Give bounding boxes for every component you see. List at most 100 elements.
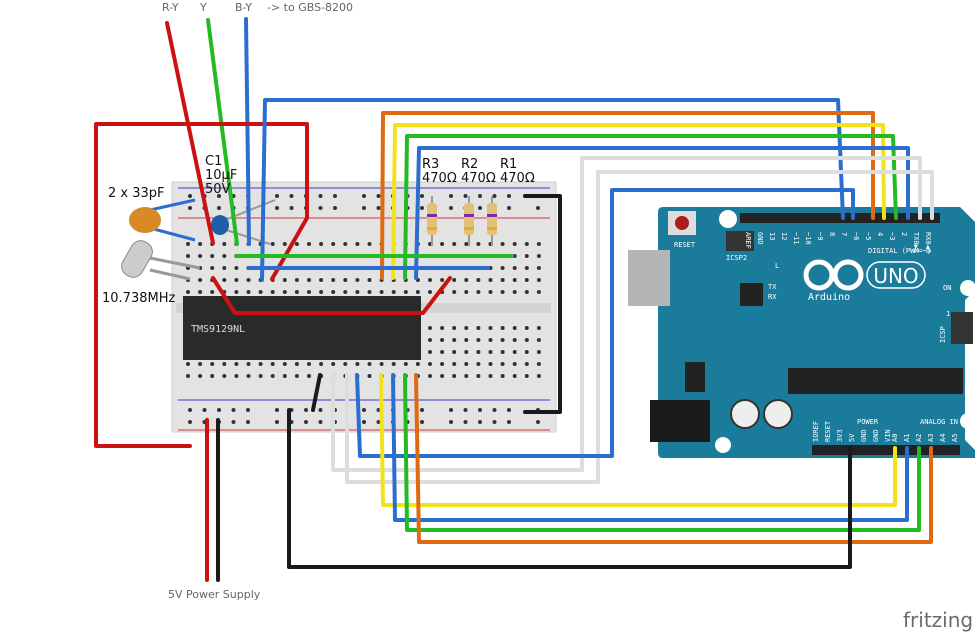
breadboard-hole [488, 362, 493, 366]
r1-name: R1 [500, 157, 517, 172]
breadboard-hole [512, 266, 517, 270]
rail-hole [231, 420, 236, 424]
breadboard-hole [307, 242, 311, 246]
rail-hole [449, 420, 453, 424]
breadboard-hole [319, 362, 324, 366]
rail-hole [507, 206, 511, 210]
power-jack [650, 400, 710, 442]
rail-hole [333, 194, 337, 198]
breadboard-hole [222, 362, 227, 366]
rail-hole [188, 194, 192, 198]
ry-label: R-Y [162, 1, 179, 14]
rail-hole [246, 408, 250, 412]
breadboard-hole [536, 266, 541, 270]
power-loop-wire [94, 122, 309, 448]
rail-hole [449, 194, 453, 198]
rail-hole [275, 420, 279, 424]
icsp-header [951, 312, 973, 344]
breadboard-hole [270, 242, 275, 246]
breadboard-hole [270, 362, 275, 366]
digital-pin-label: RX0◀0 [924, 232, 932, 253]
gnd-wire [287, 408, 852, 569]
rail-gnd-wire [523, 194, 562, 414]
breadboard-hole [536, 362, 541, 366]
y-label: Y [199, 1, 207, 14]
rail-hole [420, 408, 424, 412]
digital-pin-label: GND [756, 232, 764, 245]
c1-name: C1 [205, 154, 222, 169]
breadboard-hole [307, 362, 311, 366]
breadboard-hole [452, 326, 457, 330]
r1-value: 470Ω [500, 171, 535, 186]
breadboard-hole [282, 242, 287, 246]
breadboard-hole [355, 290, 360, 294]
arduino-uno-board: UNO Arduino RESET ICSP2 DIGITAL (PWM=~) … [628, 207, 976, 458]
breadboard-hole [367, 290, 372, 294]
r3-value: 470Ω [422, 171, 457, 186]
digital-pin-label: TX0▶1 [912, 232, 920, 253]
breadboard-hole [440, 242, 445, 246]
pin7-wire [380, 111, 875, 280]
breadboard-hole [524, 278, 529, 282]
breadboard-hole [452, 350, 457, 354]
rail-hole [202, 408, 207, 412]
digital-pin-label: ~5 [864, 232, 872, 240]
breadboard-hole [331, 290, 336, 294]
breadboard-hole [536, 278, 541, 282]
analog-pin-label: A0 [891, 434, 899, 442]
resistors [427, 196, 497, 246]
breadboard-hole [464, 362, 469, 366]
breadboard-hole [258, 290, 263, 294]
breadboard-hole [294, 278, 299, 282]
breadboard-hole [512, 290, 517, 294]
breadboard-hole [367, 362, 372, 366]
breadboard-hole [210, 374, 215, 378]
breadboard-hole [246, 362, 251, 366]
breadboard-hole [391, 290, 396, 294]
digital-header [740, 213, 940, 223]
breadboard-hole [488, 326, 493, 330]
c1-voltage: 50V [205, 182, 231, 197]
breadboard-hole [198, 290, 203, 294]
breadboard-hole [307, 374, 311, 378]
breadboard-hole [222, 278, 227, 282]
breadboard-hole [331, 242, 336, 246]
breadboard-hole [282, 374, 287, 378]
breadboard-hole [440, 326, 445, 330]
rail-hole [362, 420, 366, 424]
rail-hole [188, 206, 192, 210]
power-pin-label: VIN [884, 429, 892, 442]
rail-hole [420, 420, 424, 424]
power-pin-label: RESET [824, 420, 832, 442]
breadboard-hole [452, 242, 457, 246]
by-label: B-Y [235, 1, 252, 14]
c1-value: 10µF [205, 168, 237, 183]
rail-hole [318, 194, 323, 198]
digital-pin-label: ~3 [888, 232, 896, 240]
rail-hole [304, 408, 308, 412]
pin8-wire [355, 188, 855, 458]
icsp-pin1-label: 1 [946, 310, 950, 318]
breadboard-hole [319, 242, 324, 246]
breadboard-hole [536, 338, 541, 342]
breadboard-hole [186, 362, 190, 366]
breadboard-hole [246, 290, 251, 294]
breadboard-hole [452, 338, 457, 342]
breadboard-hole [234, 278, 239, 282]
rail-hole [246, 420, 250, 424]
breadboard-hole [210, 290, 215, 294]
breadboard-hole [198, 362, 203, 366]
breadboard-hole [512, 242, 517, 246]
breadboard-hole [512, 338, 517, 342]
rail-hole [304, 420, 308, 424]
by-wire [244, 17, 251, 246]
breadboard-hole [222, 242, 227, 246]
power-supply-label: 5V Power Supply [168, 588, 261, 601]
rail-hole [536, 206, 540, 210]
logo-brand: Arduino [808, 292, 850, 303]
rail-hole [289, 206, 294, 210]
digital-pin-label: ~10 [804, 232, 812, 245]
led-l-label: L [775, 262, 779, 270]
a3-wire [414, 373, 933, 544]
